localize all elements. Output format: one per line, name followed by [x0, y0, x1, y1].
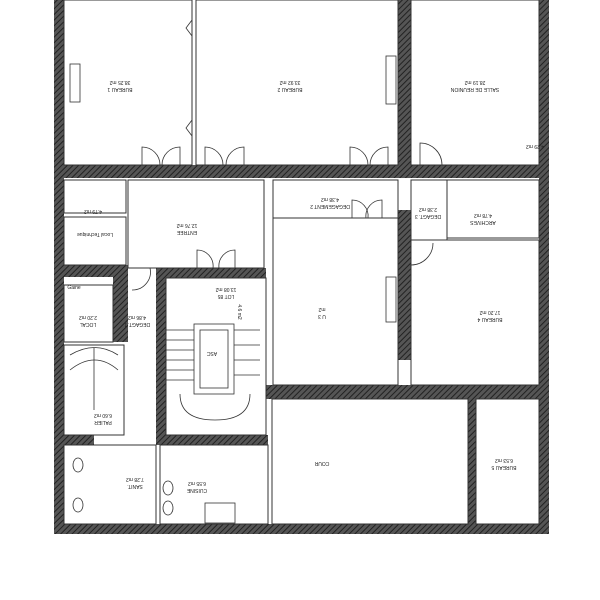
svg-text:SANIT.: SANIT. [127, 483, 143, 489]
svg-text:CUISINE: CUISINE [186, 487, 207, 493]
svg-text:4.78 m2: 4.78 m2 [474, 212, 492, 218]
svg-text:6.53 m2: 6.53 m2 [495, 457, 513, 463]
label-bureau-1: BUREAU 138.25 m2 [107, 79, 132, 92]
room-labels: BUREAU 138.25 m2 BUREAU 233.92 m2 SALLE … [67, 79, 544, 493]
svg-text:4.79 m2: 4.79 m2 [84, 208, 102, 214]
svg-text:BUREAU 2: BUREAU 2 [277, 86, 302, 92]
label-degagement-2: DEGAGEMENT 24.38 m2 [310, 196, 350, 209]
svg-text:2.38 m2: 2.38 m2 [419, 206, 437, 212]
label-asc: ASC [206, 350, 217, 356]
svg-text:2.20 m2: 2.20 m2 [79, 314, 97, 320]
svg-text:ASC: ASC [206, 350, 217, 356]
label-cour: COUR [314, 460, 329, 466]
svg-text:U 3: U 3 [318, 313, 326, 319]
svg-text:BUREAU 1: BUREAU 1 [107, 86, 132, 92]
label-u3: U 3m2 [318, 306, 326, 319]
svg-text:ENTREE: ENTREE [176, 229, 197, 235]
svg-text:7.28 m2: 7.28 m2 [126, 476, 144, 482]
svg-text:BUREAU 4: BUREAU 4 [477, 316, 502, 322]
svg-text:4.38 m2: 4.38 m2 [321, 196, 339, 202]
label-sanit: SANIT.7.28 m2 [126, 476, 144, 489]
label-bureau-4: BUREAU 417.20 m2 [477, 309, 502, 322]
svg-text:ARCHIVES: ARCHIVES [470, 219, 496, 225]
label-local-technique: Local Technique [77, 231, 113, 237]
svg-text:28.19 m2: 28.19 m2 [464, 79, 485, 85]
exterior-walls [54, 0, 549, 534]
label-small-46: 4.6 m2 [236, 304, 242, 320]
label-degagt-3: DEGAGT. 32.38 m2 [415, 206, 441, 219]
svg-text:DEGAGT. 1: DEGAGT. 1 [124, 321, 150, 327]
svg-text:DEGAGEMENT 2: DEGAGEMENT 2 [310, 203, 350, 209]
room-outlines [63, 0, 540, 525]
svg-text:m2: m2 [318, 306, 325, 312]
svg-text:4.86 m2: 4.86 m2 [128, 314, 146, 320]
svg-text:LOCAL: LOCAL [80, 321, 97, 327]
svg-text:12.76 m2: 12.76 m2 [176, 222, 197, 228]
svg-text:DEGAGT. 3: DEGAGT. 3 [415, 213, 441, 219]
svg-text:6.60 m2: 6.60 m2 [94, 412, 112, 418]
svg-text:38.25 m2: 38.25 m2 [109, 79, 130, 85]
svg-text:PALIER: PALIER [94, 419, 112, 425]
svg-text:6.55 m2: 6.55 m2 [188, 480, 206, 486]
svg-text:33.92 m2: 33.92 m2 [279, 79, 300, 85]
label-bureau-5: BUREAU 56.53 m2 [491, 457, 516, 470]
svg-text:4.29 m2: 4.29 m2 [526, 143, 544, 149]
label-wc-small: 4.29 m2 [526, 143, 544, 149]
svg-text:BUREAU 5: BUREAU 5 [491, 464, 516, 470]
door-swings [131, 19, 443, 291]
svg-text:17.20 m2: 17.20 m2 [479, 309, 500, 315]
svg-text:4.6 m2: 4.6 m2 [236, 304, 242, 320]
fixtures [69, 55, 397, 524]
label-degagt-1: DEGAGT. 14.86 m2 [124, 314, 150, 327]
label-bureau-2: BUREAU 233.92 m2 [277, 79, 302, 92]
svg-text:Local Technique: Local Technique [77, 231, 113, 237]
svg-text:13.08 m2: 13.08 m2 [215, 286, 236, 292]
svg-text:SALLE DE REUNION: SALLE DE REUNION [450, 86, 499, 92]
label-gaine: Gaine [67, 285, 81, 291]
svg-text:COUR: COUR [314, 460, 329, 466]
svg-text:LOT 85: LOT 85 [217, 293, 234, 299]
label-placard: 4.79 m2 [84, 208, 102, 214]
